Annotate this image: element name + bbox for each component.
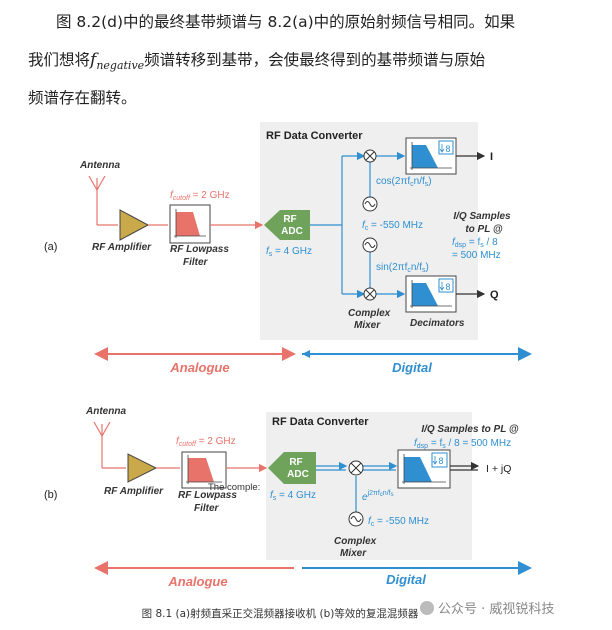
svg-text:8: 8	[445, 282, 450, 292]
svg-text:8: 8	[445, 144, 450, 154]
figure-b: RF Data Converter (b) Antenna RF Amplifi…	[44, 406, 532, 589]
converter-title-b: RF Data Converter	[272, 416, 369, 428]
analogue-label-b: Analogue	[167, 574, 227, 589]
lpf-label1-a: RF Lowpass	[170, 244, 229, 255]
paragraph-line-3: 频谱存在翻转。	[28, 89, 137, 107]
adc-text1-a: RF	[283, 214, 296, 225]
fcutoff-b: fcutoff = 2 GHz	[176, 436, 236, 448]
fcutoff-a: fcutoff = 2 GHz	[170, 190, 230, 202]
lowpass-filter-icon	[169, 204, 211, 244]
amp-label-a: RF Amplifier	[92, 242, 152, 253]
fs-a: fs = 4 GHz	[266, 246, 312, 258]
figure-caption: 图 8.1 (a)射频直采正交混频器接收机 (b)等效的复混混频器	[141, 608, 419, 620]
digital-label-a: Digital	[392, 360, 432, 375]
amplifier-icon	[119, 209, 150, 241]
lowpass-filter-icon-b	[181, 451, 227, 489]
label-b: (b)	[44, 489, 57, 501]
lpf-label2-a: Filter	[183, 257, 209, 268]
line2-math-sub: negative	[96, 59, 145, 73]
iq-label2-a: to PL @	[465, 224, 503, 235]
antenna-icon	[88, 175, 118, 226]
antenna-icon-b	[93, 421, 126, 469]
line2-suffix: 频谱转移到基带，会使最终得到的基带频谱与原始	[144, 51, 486, 69]
cos-label-a: cos(2πfcn/fs)	[376, 176, 432, 188]
watermark-text: 公众号 · 威视锐科技	[438, 602, 555, 617]
adc-text2-b: ADC	[287, 469, 309, 480]
label-a: (a)	[44, 241, 57, 253]
fs-b: fs = 4 GHz	[270, 490, 316, 502]
iq-rate-a: = 500 MHz	[452, 250, 501, 261]
fc-label-b: fc = -550 MHz	[368, 516, 429, 528]
figure-a: RF Data Converter (a) Antenna RF Amplifi…	[44, 122, 532, 375]
overlap-text-b: The comple:	[208, 482, 260, 493]
fc-label-a: fc = -550 MHz	[362, 220, 423, 232]
antenna-label-b: Antenna	[85, 406, 126, 417]
decimators-label-a: Decimators	[410, 318, 465, 329]
adc-block-a	[264, 210, 310, 240]
iq-label1-a: I/Q Samples	[453, 211, 511, 222]
fdsp-a: fdsp = fs / 8	[452, 237, 498, 249]
lpf-label2-b: Filter	[194, 503, 220, 514]
mixer-label2-b: Mixer	[340, 548, 367, 559]
line2-math-f: f	[90, 50, 97, 70]
lpf-label1-b: RF Lowpass	[178, 490, 237, 501]
amp-label-b: RF Amplifier	[104, 486, 164, 497]
amplifier-icon-b	[127, 453, 158, 483]
svg-text:8: 8	[438, 456, 443, 466]
line2-prefix: 我们想将	[28, 51, 91, 69]
decimator-bottom-icon: 8	[405, 275, 457, 313]
iq-label-b: I/Q Samples to PL @	[421, 424, 519, 435]
adc-text1-b: RF	[289, 457, 302, 468]
decimator-b-icon: 8	[397, 449, 451, 489]
watermark: 公众号 · 威视锐科技	[420, 598, 554, 617]
fdsp-b: fdsp = fs / 8 = 500 MHz	[414, 438, 511, 450]
mixer-label1-a: Complex	[348, 308, 391, 319]
digital-label-b: Digital	[386, 572, 426, 587]
antenna-label-a: Antenna	[79, 160, 120, 171]
analogue-label-a: Analogue	[169, 360, 229, 375]
sin-label-a: sin(2πfcn/fs)	[376, 262, 429, 274]
output-b: I + jQ	[486, 463, 511, 475]
adc-text2-a: ADC	[281, 226, 303, 237]
decimator-top-icon: 8	[405, 137, 457, 175]
wechat-icon	[420, 601, 434, 615]
mixer-label1-b: Complex	[334, 536, 377, 547]
adc-block-b	[268, 452, 316, 484]
output-q-a: Q	[490, 289, 499, 301]
mixer-label2-a: Mixer	[354, 320, 381, 331]
output-i-a: I	[490, 151, 493, 163]
paragraph-line-2: 我们想将fnegative频谱转移到基带，会使最终得到的基带频谱与原始	[28, 48, 588, 72]
paragraph-line-1: 图 8.2(d)中的最终基带频谱与 8.2(a)中的原始射频信号相同。如果	[56, 13, 516, 31]
converter-title-a: RF Data Converter	[266, 130, 363, 142]
exp-label-b: ej2πfcn/fs	[362, 490, 394, 503]
